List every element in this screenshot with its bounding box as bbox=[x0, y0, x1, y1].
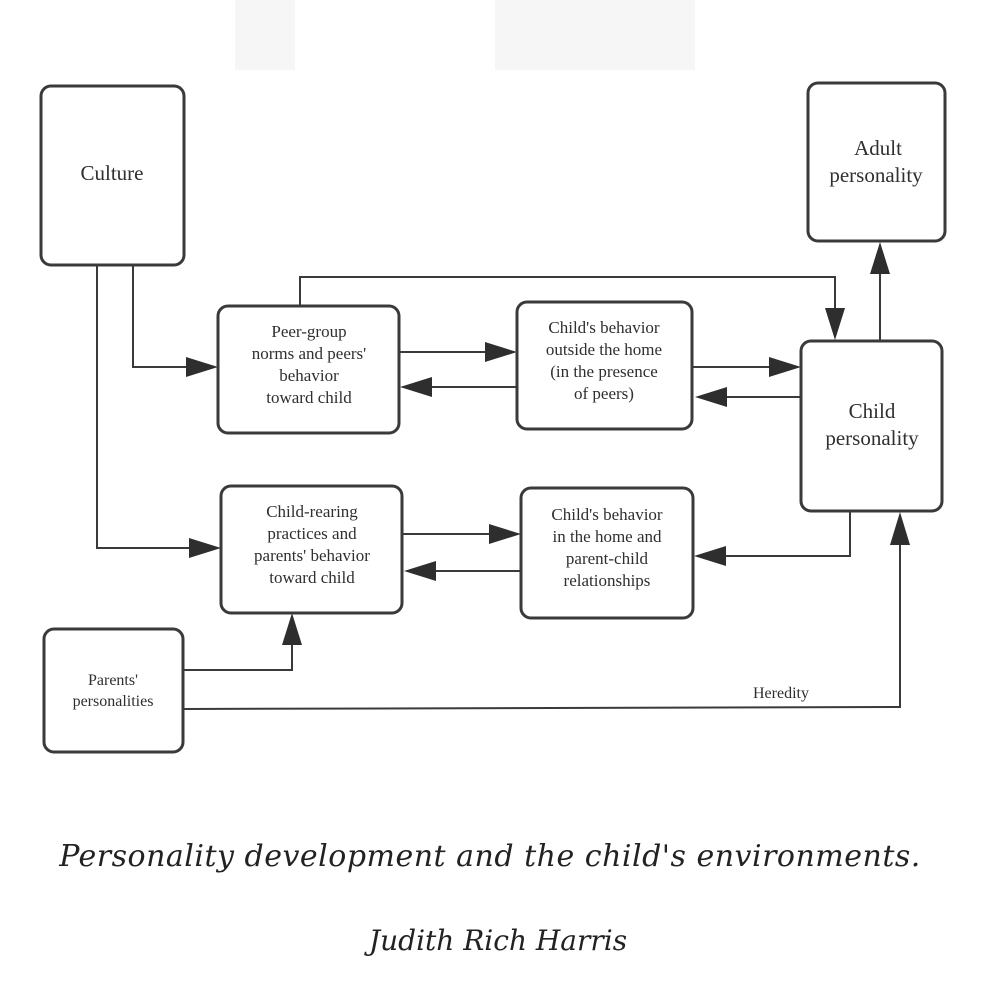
arrowhead-icon bbox=[400, 377, 432, 397]
arrowhead-icon bbox=[189, 538, 221, 558]
edge-heredity bbox=[183, 545, 901, 710]
arrowhead-icon bbox=[769, 357, 801, 377]
node-label: behavior bbox=[279, 366, 339, 385]
node-label: Child-rearing bbox=[266, 502, 358, 521]
arrowhead-icon bbox=[186, 357, 218, 377]
node-label: personality bbox=[829, 163, 923, 187]
node-label: norms and peers' bbox=[252, 344, 366, 363]
node-adult-personality: Adult personality bbox=[806, 81, 947, 243]
node-label: Child's behavior bbox=[551, 505, 663, 524]
node-peer-norms: Peer-group norms and peers' behavior tow… bbox=[216, 304, 401, 435]
node-label: relationships bbox=[564, 571, 651, 590]
node-label: toward child bbox=[269, 568, 355, 587]
node-parents-personalities: Parents' personalities bbox=[42, 627, 185, 754]
node-label: Culture bbox=[81, 161, 144, 185]
edge-peer-norms-to-child-personality bbox=[299, 276, 836, 310]
arrowhead-icon bbox=[870, 242, 890, 274]
node-label: in the home and bbox=[552, 527, 662, 546]
edge-parents-to-child-rearing bbox=[184, 644, 293, 671]
arrowhead-icon bbox=[825, 308, 845, 340]
diagram-caption: Personality development and the child's … bbox=[58, 839, 921, 874]
node-label: Child bbox=[849, 399, 896, 423]
heredity-label: Heredity bbox=[753, 685, 809, 702]
arrowhead-icon bbox=[489, 524, 521, 544]
node-label: personalities bbox=[73, 693, 154, 710]
arrowhead-icon bbox=[282, 613, 302, 645]
arrowhead-icon bbox=[404, 561, 436, 581]
scan-artifact bbox=[495, 0, 695, 70]
edge-child-personality-to-home-behavior bbox=[726, 512, 851, 557]
node-label: Child's behavior bbox=[548, 318, 660, 337]
node-label: Adult bbox=[854, 136, 902, 160]
arrowhead-icon bbox=[695, 387, 727, 407]
node-label: outside the home bbox=[546, 340, 662, 359]
node-label: practices and bbox=[267, 524, 357, 543]
node-child-personality: Child personality bbox=[799, 339, 944, 513]
node-child-behavior-outside: Child's behavior outside the home (in th… bbox=[515, 300, 694, 431]
node-label: Peer-group bbox=[271, 322, 346, 341]
node-child-rearing: Child-rearing practices and parents' beh… bbox=[219, 484, 404, 615]
edge-culture-to-peer-norms bbox=[132, 266, 188, 368]
node-label: personality bbox=[825, 426, 919, 450]
edge-culture-to-child-rearing bbox=[96, 266, 190, 549]
node-label: Parents' bbox=[88, 672, 138, 689]
arrowhead-icon bbox=[890, 512, 910, 545]
node-culture: Culture bbox=[39, 84, 186, 267]
node-child-behavior-home: Child's behavior in the home and parent-… bbox=[519, 486, 695, 620]
arrowhead-icon bbox=[485, 342, 517, 362]
node-label: toward child bbox=[266, 388, 352, 407]
node-label: parent-child bbox=[566, 549, 649, 568]
arrowhead-icon bbox=[694, 546, 726, 566]
node-label: (in the presence bbox=[550, 362, 658, 381]
scan-artifact bbox=[235, 0, 295, 70]
node-label: of peers) bbox=[574, 384, 634, 403]
node-label: parents' behavior bbox=[254, 546, 370, 565]
author-signature: Judith Rich Harris bbox=[364, 924, 627, 957]
